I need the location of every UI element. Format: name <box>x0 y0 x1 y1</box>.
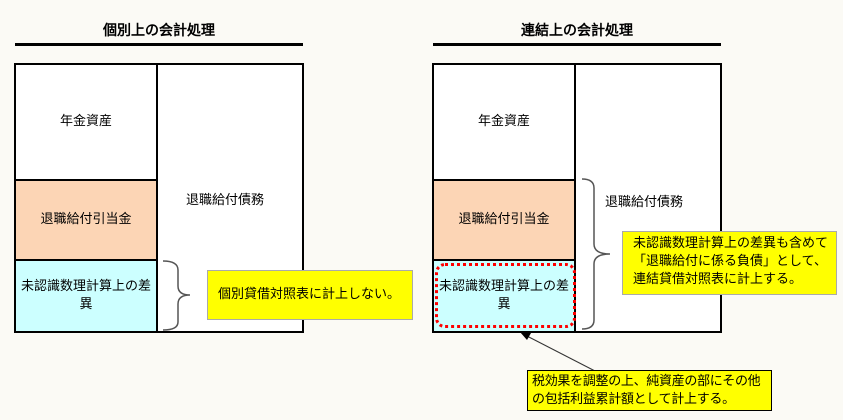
pension-assets-cell: 年金資産 <box>434 65 576 181</box>
obligation-label: 退職給付債務 <box>605 195 684 210</box>
retirement-allowance-cell: 退職給付引当金 <box>434 181 576 261</box>
pension-assets-cell: 年金資産 <box>16 65 158 181</box>
obligation-cell: 退職給付債務 <box>158 65 302 331</box>
right-title-underline <box>433 43 721 46</box>
arrow-icon <box>520 332 596 372</box>
obligation-label: 退職給付債務 <box>186 193 265 208</box>
highlight-dotted-outline <box>435 263 576 328</box>
left-callout: 個別貸借対照表に計上しない。 <box>207 270 413 320</box>
left-title-underline <box>15 43 303 46</box>
left-panel-title: 個別上の会計処理 <box>103 23 215 39</box>
retirement-allowance-cell: 退職給付引当金 <box>16 181 158 261</box>
left-balance-sheet: 年金資産 退職給付引当金 未認識数理計算上の差異 退職給付債務 <box>14 63 304 333</box>
bottom-callout: 税効果を調整の上、純資産の部にその他の包括利益累計額として計上する。 <box>527 370 772 411</box>
left-brace-icon <box>162 260 191 331</box>
obligation-cell: 退職給付債務 <box>576 65 720 331</box>
unrecognized-difference-cell: 未認識数理計算上の差異 <box>16 261 158 331</box>
unrecognized-difference-cell: 未認識数理計算上の差異 <box>434 261 576 331</box>
right-callout: 未認識数理計算上の差異も含めて「退職給付に係る負債」として、連結貸借対照表に計上… <box>622 231 837 295</box>
right-brace-icon <box>581 178 611 330</box>
right-panel-title: 連結上の会計処理 <box>521 23 633 39</box>
